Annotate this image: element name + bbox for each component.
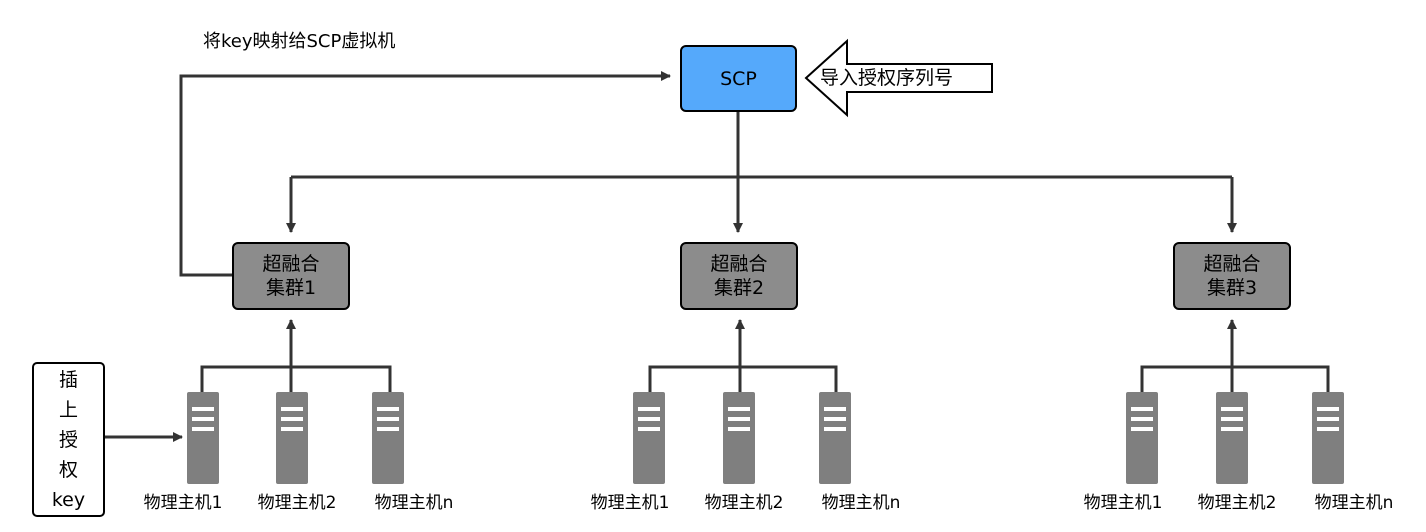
cluster-label-line1: 超融合 (710, 253, 768, 275)
server-icon (633, 392, 665, 484)
insert-key-char: key (51, 488, 86, 511)
host-label: 物理主机n (821, 493, 901, 513)
host-label: 物理主机2 (704, 493, 784, 513)
servers (187, 392, 1344, 484)
insert-key-box: 插 上 授 权 key (32, 362, 105, 517)
insert-key-char: 上 (58, 398, 78, 421)
server-icon (372, 392, 404, 484)
cluster-node-2: 超融合 集群2 (680, 242, 798, 310)
map-key-connector (179, 71, 671, 277)
host-label: 物理主机2 (257, 493, 337, 513)
host-bus-3 (1140, 365, 1330, 392)
scp-node: SCP (680, 45, 797, 112)
server-icon (187, 392, 219, 484)
host-label: 物理主机n (1314, 493, 1394, 513)
import-arrow-shape (804, 38, 993, 118)
cluster-node-3: 超融合 集群3 (1173, 242, 1291, 310)
cluster-label-line2: 集群2 (713, 277, 765, 299)
server-icon (276, 392, 308, 484)
host-label: 物理主机1 (1083, 493, 1163, 513)
insert-key-char: 插 (58, 368, 78, 391)
cluster-label-line1: 超融合 (262, 253, 320, 275)
cluster-label-line1: 超融合 (1203, 253, 1261, 275)
cluster-label-line2: 集群3 (1206, 277, 1258, 299)
scp-label: SCP (720, 67, 757, 90)
server-icon (1312, 392, 1344, 484)
server-icon (819, 392, 851, 484)
host-label: 物理主机1 (143, 493, 223, 513)
insert-key-char: 授 (58, 428, 78, 451)
server-icon (723, 392, 755, 484)
host-label: 物理主机1 (590, 493, 670, 513)
import-label: 导入授权序列号 (820, 67, 954, 89)
cluster-node-1: 超融合 集群1 (232, 242, 350, 310)
host-label: 物理主机n (374, 493, 454, 513)
cluster-label-line2: 集群1 (265, 277, 317, 299)
host-label: 物理主机2 (1197, 493, 1277, 513)
host-bus-1 (200, 365, 392, 392)
map-key-label: 将key映射给SCP虚拟机 (203, 31, 396, 52)
insert-key-char: 权 (58, 458, 78, 481)
server-icon (1126, 392, 1158, 484)
server-icon (1216, 392, 1248, 484)
host-bus-2 (648, 365, 838, 392)
